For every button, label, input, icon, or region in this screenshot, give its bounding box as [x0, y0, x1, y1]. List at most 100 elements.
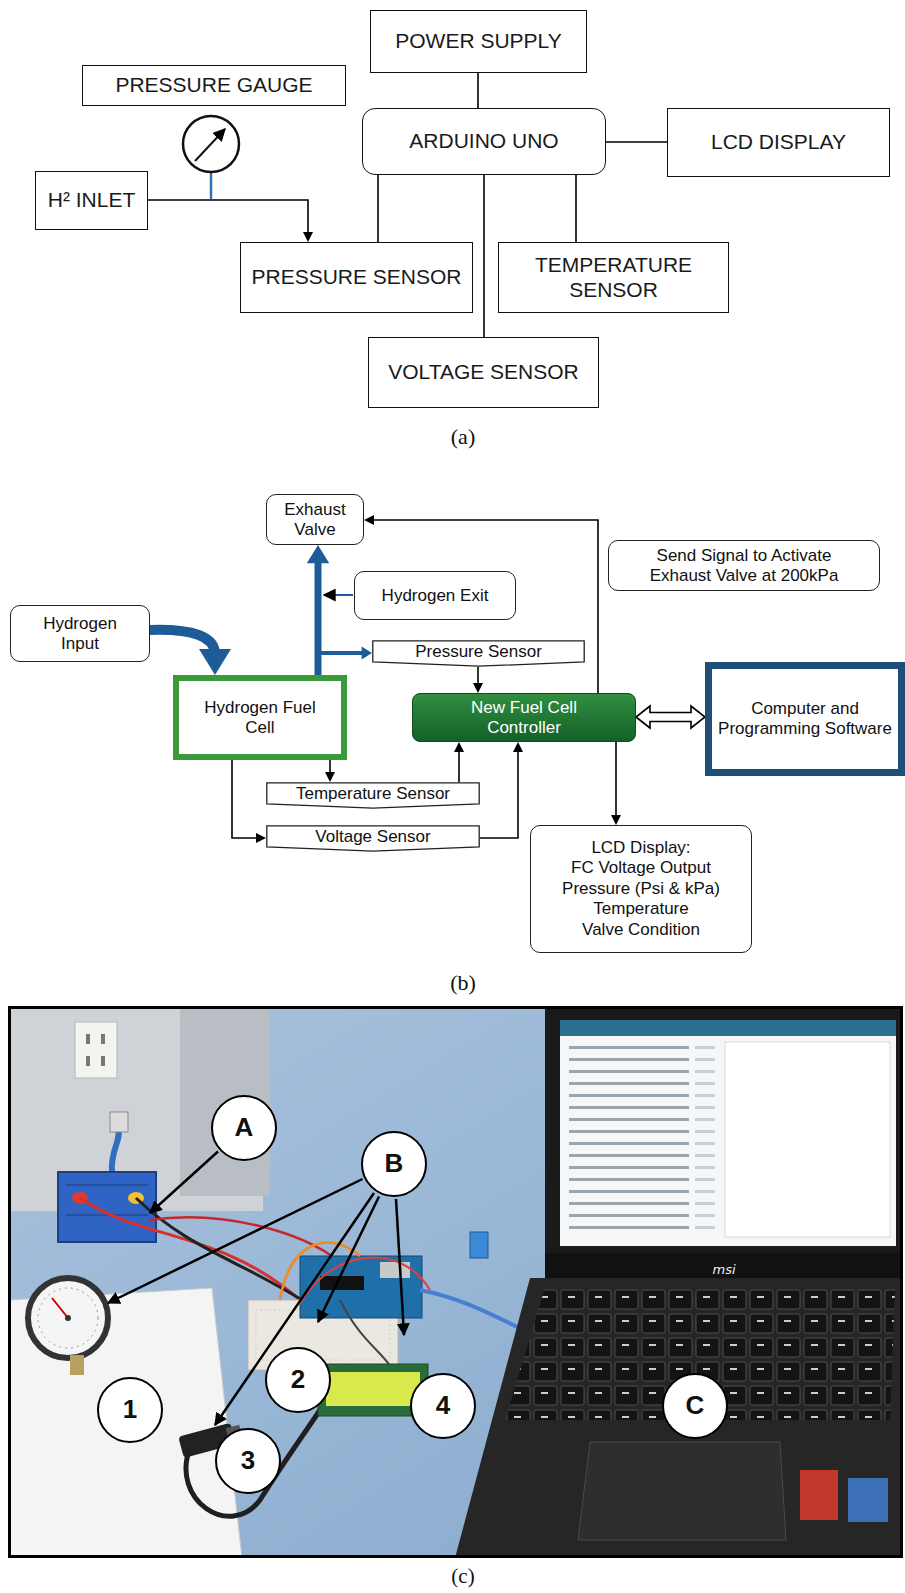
leader-lines — [108, 1152, 404, 1426]
connector-part — [329, 760, 331, 774]
connector-part — [513, 742, 523, 752]
node-text: VOLTAGE SENSOR — [388, 360, 579, 384]
valve-box: Exhaust Valve — [266, 494, 364, 545]
node-text: 1 — [123, 1395, 137, 1425]
photo — [848, 1478, 888, 1522]
exit-label-box: Hydrogen Exit — [354, 571, 516, 620]
connector-part — [377, 175, 379, 242]
connector-part — [325, 772, 335, 782]
node-text: Pressure (Psi & kPa) — [562, 879, 720, 899]
connector — [325, 760, 335, 782]
node-text: Exhaust Valve — [273, 500, 357, 539]
connector — [611, 742, 621, 825]
computer-box: Computer and Programming Software — [705, 662, 905, 776]
connector-part — [148, 200, 308, 234]
leader-lines — [396, 1199, 404, 1335]
photo — [545, 1008, 902, 1263]
node-text: PRESSURE GAUGE — [115, 73, 312, 97]
callout-label: 4 — [410, 1373, 476, 1439]
panel-label: (b) — [450, 970, 476, 996]
callout-label: 3 — [215, 1428, 281, 1494]
gauge-symbol — [210, 173, 213, 199]
photo — [101, 1034, 105, 1044]
connector — [480, 742, 523, 838]
photo — [560, 1020, 896, 1036]
photo — [28, 1278, 108, 1358]
sensor-box: TEMPERATURE SENSOR — [498, 242, 729, 313]
connector-part — [483, 175, 485, 337]
connector — [478, 73, 479, 108]
leader-lines — [215, 1193, 374, 1425]
connector-part — [232, 760, 258, 838]
photo — [101, 1056, 105, 1066]
connector-part — [477, 667, 479, 685]
note-box: Send Signal to Activate Exhaust Valve at… — [608, 540, 880, 591]
exit-pointer — [324, 594, 353, 596]
photo — [66, 1185, 148, 1186]
connector-part — [303, 232, 313, 242]
connector — [576, 175, 577, 242]
node-text: Send Signal to Activate Exhaust Valve at… — [637, 546, 852, 585]
node-text: H² INLET — [48, 188, 136, 212]
photo — [10, 1008, 902, 1557]
tag-outline — [373, 641, 584, 666]
callout-label: C — [662, 1373, 728, 1439]
display-box: LCD DISPLAY — [667, 108, 890, 177]
node-text: New Fuel Cell Controller — [449, 698, 599, 737]
node-text: Temperature — [593, 899, 688, 919]
connector — [148, 200, 313, 242]
node-text: TEMPERATURE SENSOR — [505, 253, 722, 301]
node-text: LCD Display: — [591, 838, 690, 858]
photo — [52, 1298, 68, 1318]
photo — [58, 1172, 156, 1242]
node-text: Hydrogen Fuel Cell — [200, 698, 320, 737]
inlet-box: H² INLET — [35, 171, 148, 230]
photo-frame — [10, 1008, 902, 1557]
display-box: LCD Display:FC Voltage OutputPressure (P… — [530, 825, 752, 953]
photo — [75, 1022, 117, 1078]
node-text: ARDUINO UNO — [409, 129, 558, 153]
photo — [470, 1232, 488, 1258]
panel-label: (a) — [451, 424, 475, 450]
node-text: Hydrogen Input — [30, 614, 130, 653]
gauge-symbol — [183, 116, 239, 172]
connector-part — [636, 706, 705, 728]
node-text: Computer and Programming Software — [718, 699, 892, 738]
node-text: 3 — [241, 1446, 255, 1476]
photo — [86, 1034, 90, 1044]
connector — [454, 742, 464, 782]
connector-part — [256, 833, 266, 843]
photo — [136, 1198, 310, 1305]
node-text: Pressure Sensor — [415, 642, 542, 662]
connector — [473, 667, 483, 693]
fuel-cell-box: Hydrogen Fuel Cell — [173, 675, 347, 760]
callout-label: 1 — [97, 1377, 163, 1443]
connector-part — [307, 545, 329, 563]
callout-label: 2 — [265, 1347, 331, 1413]
photo — [340, 1300, 390, 1366]
connector-part — [199, 649, 231, 675]
connector — [636, 706, 705, 728]
connector — [378, 175, 379, 242]
connector — [150, 630, 231, 675]
photo — [725, 1042, 890, 1237]
photo — [150, 1217, 340, 1262]
connector-part — [480, 750, 518, 838]
photo — [800, 1470, 838, 1520]
panel-label: (c) — [451, 1564, 474, 1589]
photo — [560, 1020, 896, 1246]
node-text: B — [385, 1149, 404, 1179]
node-text: A — [235, 1113, 254, 1143]
photo — [112, 1128, 119, 1172]
exit-pointer — [324, 595, 353, 596]
node-text: C — [686, 1391, 705, 1421]
node-text: POWER SUPPLY — [395, 29, 561, 53]
power-supply-box: POWER SUPPLY — [370, 10, 587, 73]
controller-box: New Fuel Cell Controller — [412, 693, 636, 742]
photo — [326, 1372, 420, 1406]
sensor-tag: Voltage Sensor — [266, 825, 480, 852]
connector-part — [477, 73, 479, 108]
sensor-tag: Temperature Sensor — [266, 782, 480, 809]
connector-part — [615, 742, 617, 817]
